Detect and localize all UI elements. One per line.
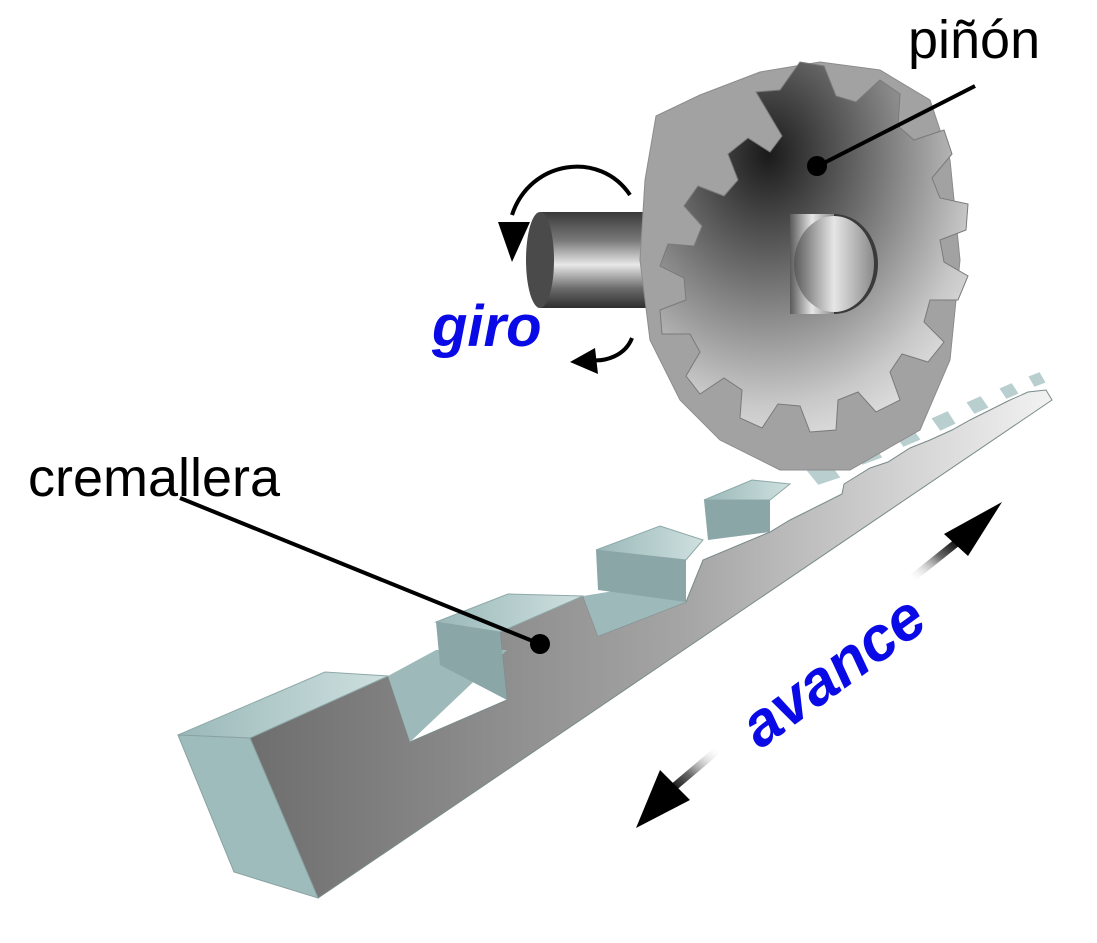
pinion-label: piñón <box>908 10 1040 70</box>
rack-tooth-side <box>436 622 507 700</box>
leader-pinion <box>807 84 976 176</box>
rack-front-face <box>249 389 1053 899</box>
rack <box>177 369 1053 899</box>
double-headed-arrow-icon <box>636 502 1002 828</box>
rack-end-face <box>177 734 319 899</box>
pinion-hub <box>790 214 878 314</box>
rotation-label: giro <box>431 294 542 359</box>
pinion <box>526 61 969 471</box>
leader-rack <box>179 496 550 654</box>
advance-label: avance <box>728 582 939 761</box>
rack-tooth-top <box>703 479 792 501</box>
pinion-shaft <box>526 212 650 308</box>
rack-label: cremallera <box>28 448 281 508</box>
rack-gap-floor <box>583 590 686 636</box>
rack-tooth-side <box>704 500 770 540</box>
curved-arrow-icon <box>498 164 634 374</box>
rack-tooth-side <box>596 550 686 602</box>
